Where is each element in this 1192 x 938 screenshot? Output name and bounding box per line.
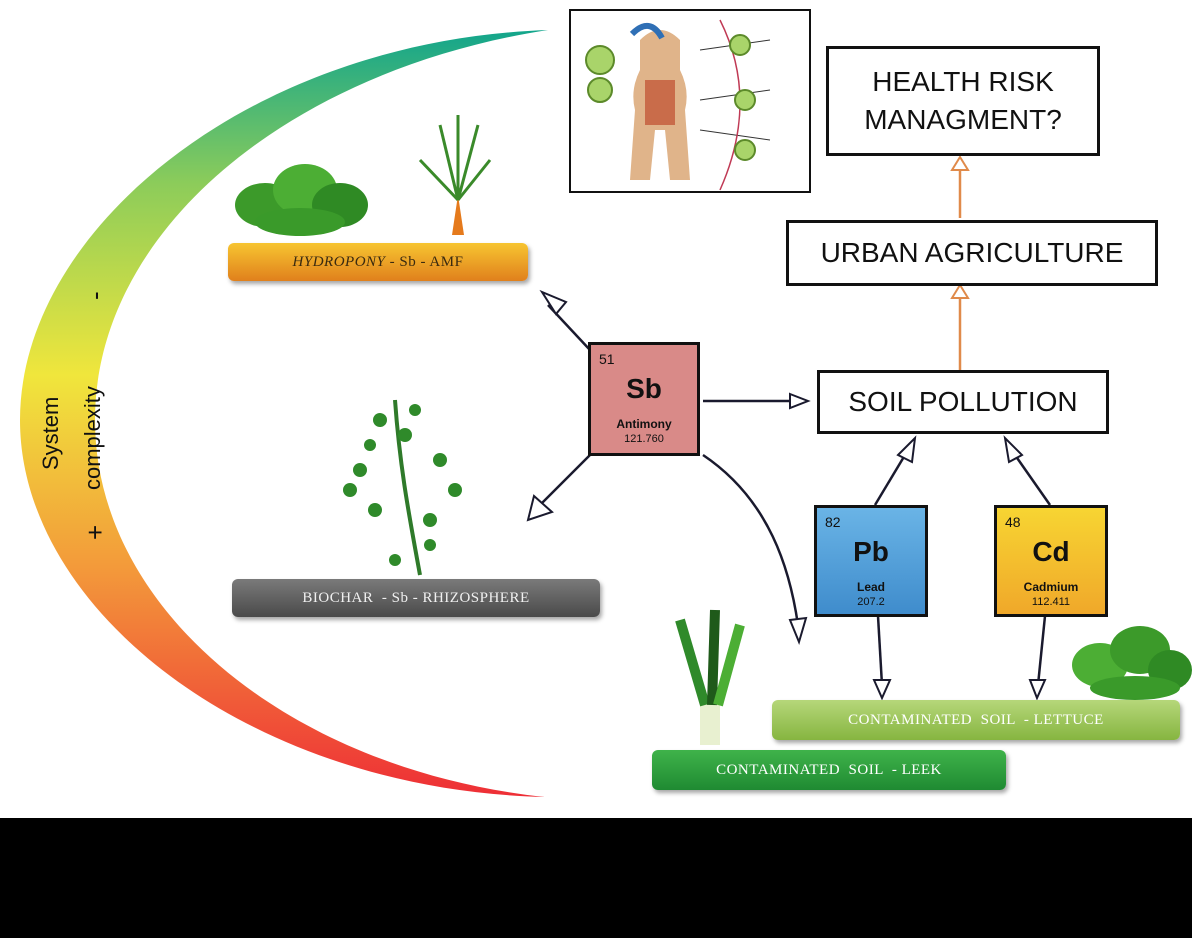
lettuce-label: CONTAMINATED SOIL - LETTUCE (848, 711, 1104, 728)
element-cadmium: 48 Cd Cadmium 112.411 (994, 505, 1108, 617)
arrowhead-urban (950, 283, 970, 299)
element-symbol: Cd (1032, 536, 1070, 567)
carrot-illustration (418, 115, 492, 235)
soil-pollution-label: SOIL POLLUTION (848, 386, 1078, 417)
complexity-crescent (20, 30, 548, 797)
soil-pollution-box: SOIL POLLUTION (817, 370, 1109, 434)
hydropony-rest: - Sb - AMF (385, 253, 464, 270)
digestion-illustration (569, 9, 811, 193)
complexity-plus-sign: + (80, 524, 110, 540)
element-name: Antimony (616, 417, 672, 431)
element-antimony: 51 Sb Antimony 121.760 (588, 342, 700, 456)
arrow-pb-to-lettuce (876, 615, 884, 686)
complexity-label-line1: System (38, 396, 63, 470)
complexity-label-line2: complexity (80, 386, 105, 490)
arrow-cd-to-soil (1013, 454, 1052, 506)
element-number: 82 (825, 514, 841, 530)
urban-agriculture-label: URBAN AGRICULTURE (820, 237, 1124, 268)
element-name: Lead (856, 580, 885, 594)
lettuce-illustration (1072, 626, 1192, 700)
hydropony-pill: HYDROPONY - Sb - AMF (228, 243, 528, 281)
element-name: Cadmium (1023, 580, 1079, 594)
health-risk-line1: HEALTH RISK (872, 66, 1054, 97)
leek-label: CONTAMINATED SOIL - LEEK (716, 761, 942, 778)
leek-illustration (675, 609, 745, 745)
arrow-cd-to-lettuce (1036, 615, 1047, 686)
element-mass: 121.760 (624, 433, 664, 445)
leek-pill: CONTAMINATED SOIL - LEEK (652, 750, 1006, 790)
element-mass: 112.411 (1031, 596, 1071, 608)
arrow-sb-to-leek (702, 453, 800, 626)
health-risk-line2: MANAGMENT? (864, 104, 1062, 135)
arrow-pb-to-soil (873, 454, 907, 506)
biochar-pill: BIOCHAR - Sb - RHIZOSPHERE (232, 579, 600, 617)
diagram-canvas (20, 9, 1192, 797)
biochar-label: BIOCHAR - Sb - RHIZOSPHERE (302, 589, 530, 606)
bottom-black-band (0, 818, 1192, 938)
element-number: 48 (1005, 514, 1021, 530)
element-number: 51 (599, 351, 615, 367)
urban-agriculture-box: URBAN AGRICULTURE (786, 220, 1158, 286)
lettuce-pill: CONTAMINATED SOIL - LETTUCE (772, 700, 1180, 740)
element-symbol: Sb (626, 373, 662, 404)
complexity-minus-sign: - (80, 291, 110, 300)
pea-plant-illustration (343, 399, 462, 576)
element-symbol: Pb (853, 536, 889, 567)
hydropony-italic: HYDROPONY (292, 253, 386, 270)
arrow-sb-to-biochar (539, 454, 591, 506)
arrowhead-health (950, 155, 970, 171)
spinach-illustration (235, 164, 368, 236)
health-risk-box: HEALTH RISK MANAGMENT? (826, 46, 1100, 156)
element-mass: 207.2 (857, 596, 885, 608)
element-lead: 82 Pb Lead 207.2 (814, 505, 928, 617)
